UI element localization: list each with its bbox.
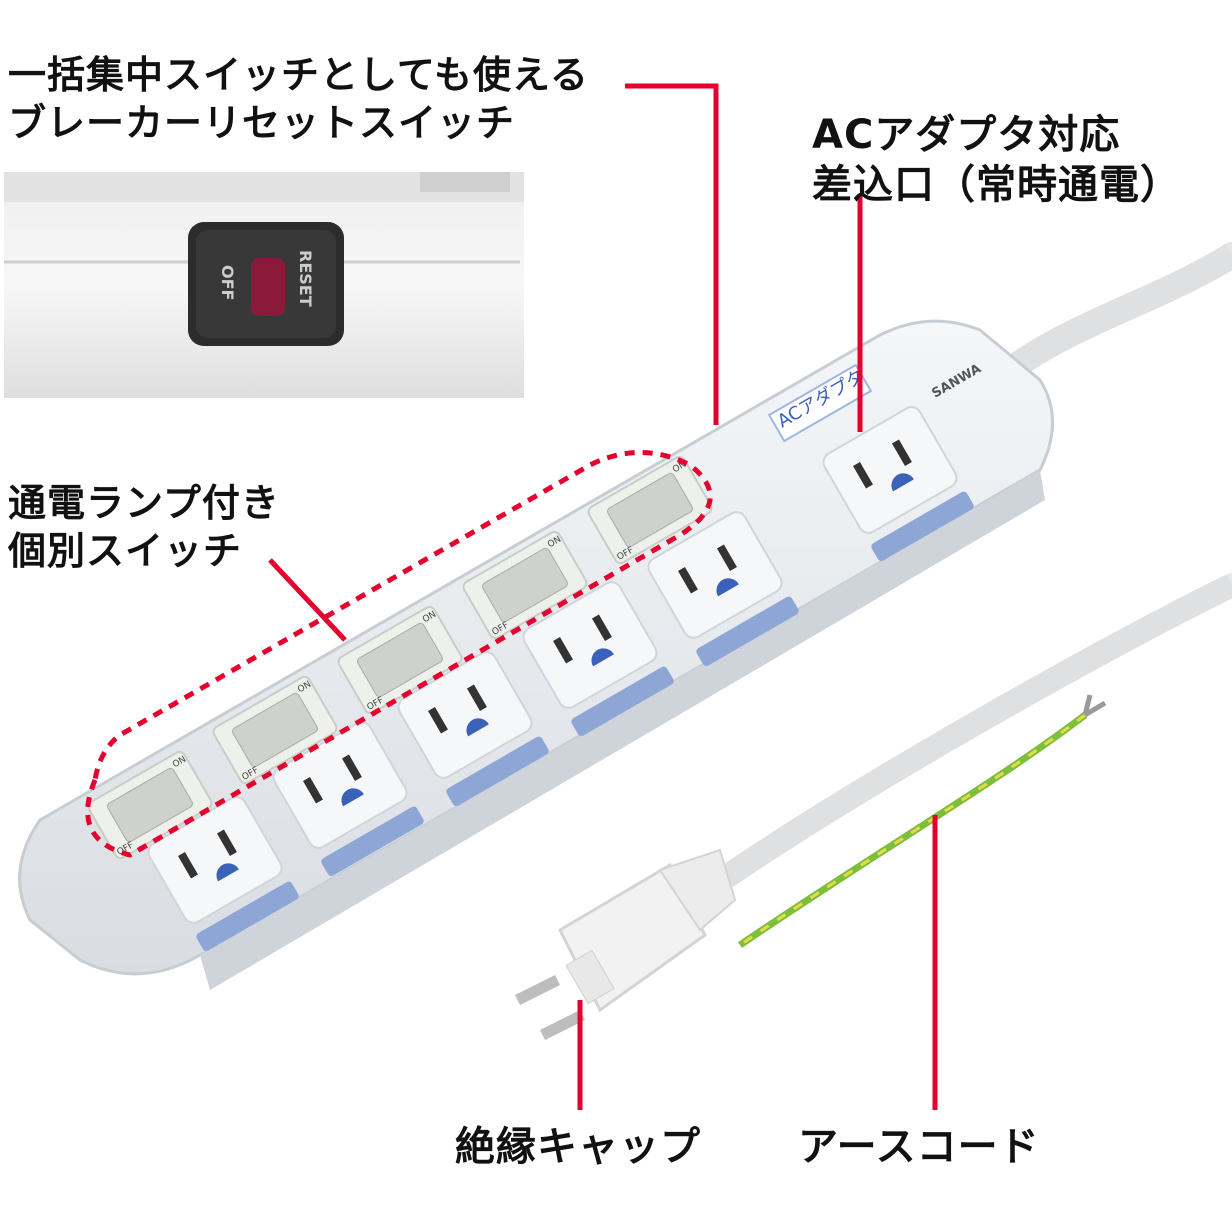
breaker-label-line1: 一括集中スイッチとしても使える	[8, 53, 589, 97]
outlet[interactable]	[270, 719, 425, 878]
outlet-lamp	[446, 736, 549, 806]
breaker-label-line2: ブレーカーリセットスイッチ	[8, 100, 516, 145]
breaker-zoom-photo: RESET OFF	[4, 172, 524, 398]
breaker-callout-label: 一括集中スイッチとしても使える ブレーカーリセットスイッチ	[8, 52, 589, 147]
outlet-lamp	[321, 806, 424, 876]
indiv-label-line1: 通電ランプ付き	[8, 481, 280, 525]
ac-outlet-callout-label: ACアダプタ対応 差込口（常時通電）	[812, 110, 1181, 210]
callout-lines	[85, 83, 938, 1110]
outlet[interactable]	[645, 509, 800, 668]
outlet[interactable]	[395, 649, 550, 808]
outlet[interactable]	[145, 794, 300, 953]
earth-cord-text: アースコード	[798, 1124, 1040, 1170]
callout-breaker	[625, 83, 719, 425]
outlet[interactable]	[820, 404, 975, 563]
breaker-off-text: OFF	[218, 265, 237, 300]
outlet-lamp	[696, 596, 799, 666]
indiv-label-line2: 個別スイッチ	[8, 528, 243, 573]
switch-rocker[interactable]	[231, 692, 319, 768]
outlet-lamp	[196, 881, 299, 951]
individual-switch-callout-label: 通電ランプ付き 個別スイッチ	[8, 480, 280, 575]
breaker-switch[interactable]: RESET OFF	[188, 222, 344, 346]
switch-rocker[interactable]	[606, 472, 694, 548]
ac-label-line2: 差込口（常時通電）	[812, 162, 1181, 208]
switch-rocker[interactable]	[481, 547, 569, 623]
insulation-cap	[565, 949, 615, 1005]
insulation-cap-text: 絶縁キャップ	[455, 1124, 701, 1170]
switch-rocker[interactable]	[356, 622, 444, 698]
callout-indiv	[268, 558, 347, 642]
outlet-lamp	[571, 666, 674, 736]
switch-rocker[interactable]	[106, 767, 194, 843]
ac-label-line1: ACアダプタ対応	[812, 112, 1121, 158]
outlet[interactable]	[520, 579, 675, 738]
switch-highlight-ring	[85, 450, 713, 858]
plug	[515, 848, 737, 1040]
power-cord	[688, 242, 1232, 907]
insulation-cap-label: 絶縁キャップ	[455, 1122, 701, 1172]
outlet-lamp	[871, 491, 974, 561]
breaker-reset-text: RESET	[296, 250, 315, 307]
outlet-group	[145, 404, 975, 953]
breaker-rocker[interactable]	[251, 258, 285, 316]
earth-cord-label: アースコード	[798, 1122, 1040, 1172]
